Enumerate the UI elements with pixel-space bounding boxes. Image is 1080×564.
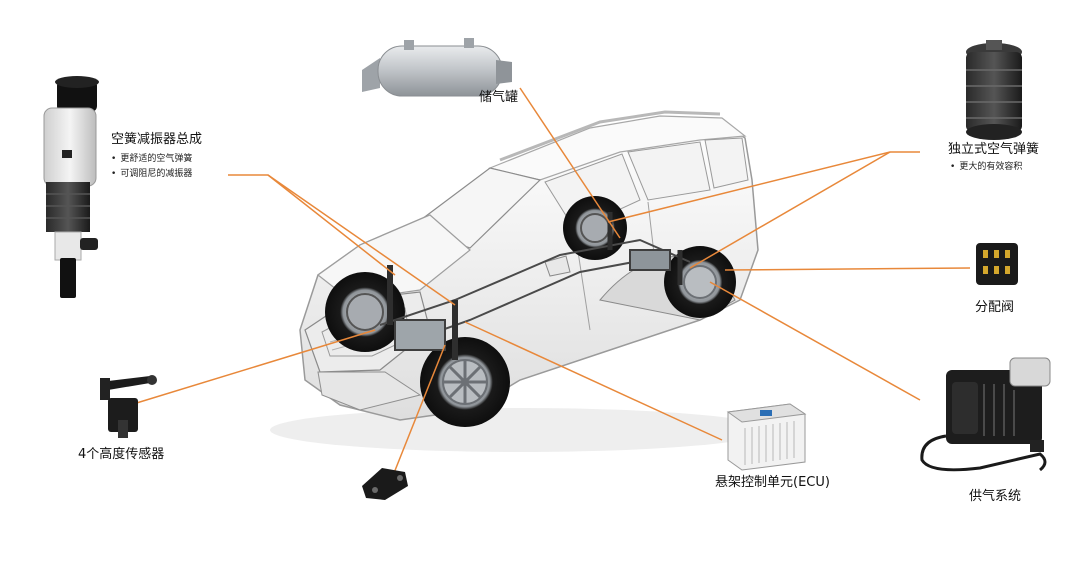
air-tank-title: 储气罐 — [479, 90, 519, 105]
ecu-image — [726, 403, 807, 471]
compressor-title: 供气系统 — [969, 489, 1022, 504]
air-strut-title: 空簧减振器总成 — [111, 132, 203, 147]
air-spring-title: 独立式空气弹簧 — [948, 142, 1040, 157]
compressor-image — [920, 357, 1051, 472]
car-wheels — [325, 196, 736, 427]
height-sensor-image-2 — [362, 468, 408, 500]
air-tank-image — [362, 38, 512, 97]
leader-height-sensor-2 — [391, 344, 446, 479]
leader-valve-block — [724, 267, 971, 271]
valve-block-image — [976, 243, 1018, 285]
leader-lines — [129, 87, 971, 479]
leader-air-tank — [519, 87, 621, 239]
leader-ecu — [464, 321, 723, 441]
air-spring-bullet-1: 更大的有效容积 — [950, 160, 1022, 174]
chassis-internals — [379, 212, 691, 360]
valve-block-title: 分配阀 — [975, 300, 1015, 315]
height-sensor-title: 4个高度传感器 — [78, 447, 165, 462]
air-strut-bullet-1: 更舒适的空气弹簧 — [111, 152, 192, 166]
leader-height-sensor-1 — [129, 329, 376, 406]
air-spring-image — [966, 40, 1022, 140]
height-sensor-image — [100, 375, 157, 438]
ecu-title: 悬架控制单元(ECU) — [715, 475, 830, 490]
air-strut-bullet-2: 可调阻尼的减振器 — [111, 167, 192, 181]
leader-compressor — [709, 281, 921, 401]
air-strut-image — [43, 76, 99, 298]
